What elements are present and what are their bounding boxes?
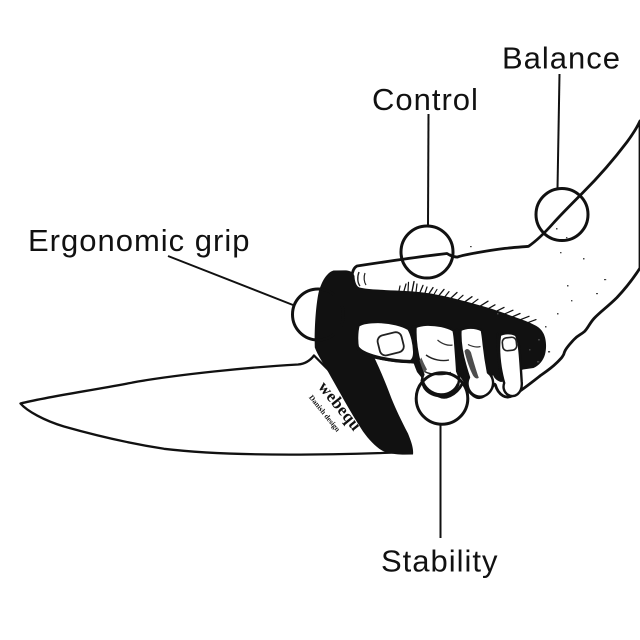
svg-text:Ergonomic grip: Ergonomic grip bbox=[28, 223, 250, 258]
svg-text:Balance: Balance bbox=[502, 41, 621, 76]
svg-text:Stability: Stability bbox=[381, 544, 499, 579]
svg-text:Control: Control bbox=[372, 82, 479, 117]
